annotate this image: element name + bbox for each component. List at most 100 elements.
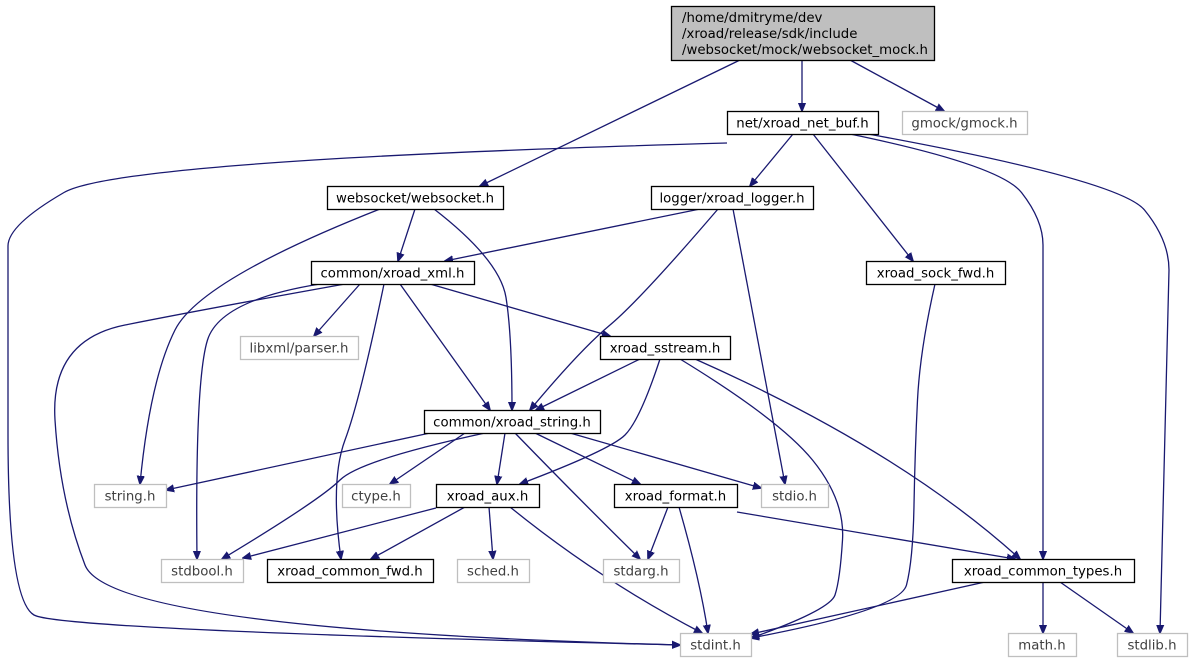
node-common-types[interactable]: xroad_common_types.h (951, 558, 1136, 584)
node-label: gmock/gmock.h (911, 117, 1017, 132)
edge-sstream-to-stdint (679, 358, 844, 638)
edge-line (398, 208, 416, 261)
edge-line (497, 432, 506, 484)
edge-line (445, 208, 701, 261)
node-box (951, 558, 1136, 584)
edge-format-to-stdarg (648, 506, 669, 559)
node-label: /home/dmitryme/dev (682, 11, 823, 26)
node-box (1116, 632, 1189, 658)
edge-net_buf-to-stdlib (867, 133, 1170, 633)
edge-websocket-to-xml (398, 208, 416, 261)
edge-line (750, 133, 794, 186)
node-label: xroad_aux.h (447, 490, 529, 505)
node-label: sched.h (467, 565, 519, 580)
node-label: common/xroad_string.h (433, 416, 591, 431)
edge-line (1059, 581, 1133, 633)
edge-line (678, 506, 708, 633)
edge-line (480, 59, 741, 186)
node-box (266, 558, 435, 584)
edge-line (243, 507, 437, 558)
edge-aux-to-sched (489, 506, 493, 559)
node-websocket[interactable]: websocket/websocket.h (326, 185, 505, 211)
edge-sstream-to-string_xr (536, 358, 641, 410)
edge-sstream-to-common_types (694, 358, 1020, 559)
edges-layer (7, 59, 1170, 645)
node-logger[interactable]: logger/xroad_logger.h (650, 185, 815, 211)
node-box (160, 558, 245, 584)
node-label: xroad_sock_fwd.h (877, 267, 995, 282)
node-label: common/xroad_xml.h (321, 267, 465, 282)
edge-line (694, 358, 1020, 559)
node-label: string.h (105, 490, 156, 505)
node-box (613, 483, 739, 509)
node-label: ctype.h (351, 490, 401, 505)
node-common-fwd[interactable]: xroad_common_fwd.h (266, 558, 435, 584)
edge-line (371, 506, 466, 559)
nodes-layer: /home/dmitryme/dev/xroad/release/sdk/inc… (93, 5, 1189, 658)
edge-string_xr-to-stdio (569, 432, 761, 488)
node-string-xr[interactable]: common/xroad_string.h (423, 409, 602, 435)
edge-line (222, 432, 486, 559)
edge-line (732, 208, 785, 484)
node-stdio: stdio.h (760, 483, 830, 509)
node-string-h: string.h (93, 483, 168, 509)
node-label: math.h (1018, 639, 1065, 654)
node-box (679, 632, 753, 658)
node-xml[interactable]: common/xroad_xml.h (310, 260, 476, 286)
edge-aux-to-common_fwd (371, 506, 466, 559)
node-ctype: ctype.h (341, 483, 412, 509)
edge-line (514, 432, 640, 559)
edge-net_buf-to-common_types (849, 133, 1043, 559)
node-box (435, 483, 541, 509)
edge-line (648, 506, 669, 559)
edge-line (736, 511, 1015, 559)
edge-xml-to-common_fwd (336, 283, 385, 559)
node-box (239, 335, 360, 361)
node-box (602, 558, 681, 584)
edge-line (314, 283, 361, 336)
edge-logger-to-stdio (732, 208, 785, 484)
edge-line (197, 283, 321, 559)
edge-line (679, 358, 844, 638)
edge-string_xr-to-aux (497, 432, 506, 484)
node-box (599, 335, 732, 361)
edge-logger-to-xml (445, 208, 701, 261)
edge-line (390, 432, 466, 484)
node-box (670, 5, 936, 62)
edge-line (751, 283, 936, 638)
edge-string_xr-to-format (534, 432, 640, 484)
node-root[interactable]: /home/dmitryme/dev/xroad/release/sdk/inc… (670, 5, 936, 62)
node-box (456, 558, 531, 584)
node-stdarg: stdarg.h (602, 558, 681, 584)
node-label: stdint.h (690, 639, 741, 654)
node-label: /xroad/release/sdk/include (682, 27, 857, 42)
edge-line (7, 142, 728, 645)
node-box (423, 409, 602, 435)
node-sstream[interactable]: xroad_sstream.h (599, 335, 732, 361)
edge-xml-to-string_xr (399, 283, 490, 410)
edge-line (166, 432, 431, 490)
node-label: xroad_common_fwd.h (277, 565, 422, 580)
edge-format-to-stdint (678, 506, 708, 633)
node-label: websocket/websocket.h (336, 192, 494, 207)
edge-line (54, 283, 680, 645)
node-net-buf[interactable]: net/xroad_net_buf.h (726, 110, 880, 136)
node-box (760, 483, 830, 509)
edge-string_xr-to-ctype (390, 432, 466, 484)
node-aux[interactable]: xroad_aux.h (435, 483, 541, 509)
node-format[interactable]: xroad_format.h (613, 483, 739, 509)
edge-sock_fwd-to-stdint (751, 283, 936, 638)
node-box (93, 483, 168, 509)
node-label: stdarg.h (613, 565, 668, 580)
node-box (310, 260, 476, 286)
edge-xml-to-stdbool (197, 283, 321, 559)
node-label: stdio.h (772, 490, 817, 505)
node-sock-fwd[interactable]: xroad_sock_fwd.h (865, 260, 1007, 286)
node-box (650, 185, 815, 211)
node-box (1007, 632, 1078, 658)
node-math: math.h (1007, 632, 1078, 658)
node-box (726, 110, 880, 136)
edge-string_xr-to-stdbool (222, 432, 486, 559)
edge-line (751, 581, 986, 634)
